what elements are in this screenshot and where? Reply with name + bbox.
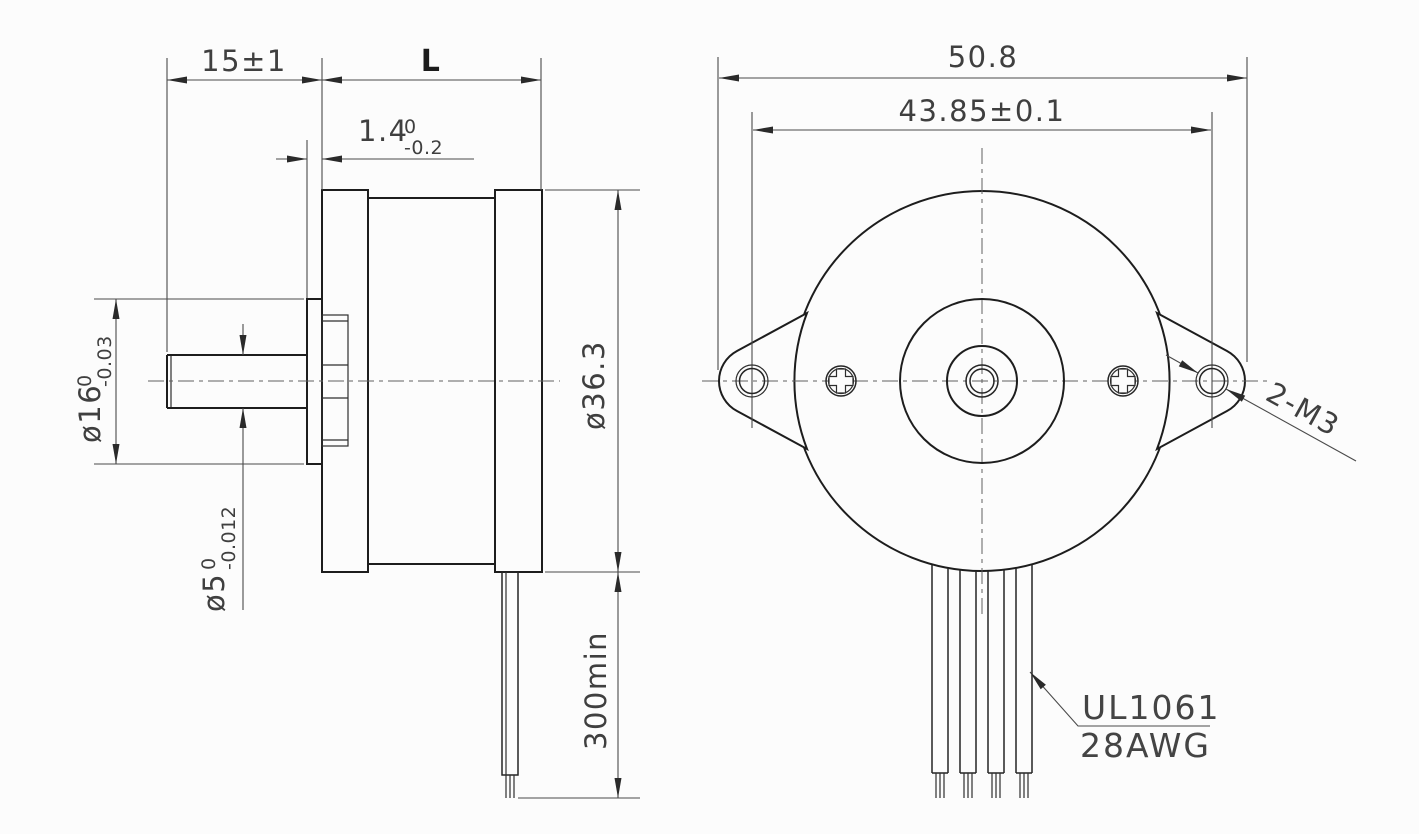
mounting-ear-right (1155, 310, 1246, 452)
dim-overall-width: 50.8 (948, 40, 1019, 74)
label-wire-spec-line1: UL1061 (1082, 688, 1221, 727)
wire-2 (959, 570, 977, 798)
shaft-inner-circle (969, 368, 995, 394)
side-dimensions: 15±1 L 1.4 0 -0.2 ø16 0 -0.03 ø5 0 -0.01… (73, 44, 640, 799)
wire-spec-callout: UL1061 28AWG (1029, 671, 1221, 765)
bearing-hub-circle (946, 345, 1018, 417)
screw-right (1107, 365, 1139, 397)
lead-wire-side (501, 571, 519, 798)
wire-3 (987, 570, 1005, 798)
side-view: 15±1 L 1.4 0 -0.2 ø16 0 -0.03 ø5 0 -0.01… (73, 44, 640, 799)
mounting-hole-left (735, 364, 769, 398)
shaft-circle (965, 364, 999, 398)
dim-body-diameter: ø36.3 (577, 340, 611, 430)
dim-shaft-diameter: ø5 0 -0.012 (197, 506, 240, 612)
pilot-boss-circle (899, 298, 1065, 464)
shaft-side (166, 354, 307, 409)
front-dimensions: 50.8 43.85±0.1 (717, 40, 1248, 370)
label-mounting-holes: 2-M3 (1261, 375, 1346, 443)
phillips-cross-icon (828, 368, 854, 394)
dim-pilot-diameter: ø16 0 -0.03 (73, 335, 116, 443)
mounting-hole-right (1195, 364, 1229, 398)
dim-mounting-hole-spacing: 43.85±0.1 (899, 94, 1066, 128)
dim-pilot-depth: 1.4 0 -0.2 (358, 114, 443, 159)
wire-1 (931, 565, 949, 798)
label-wire-spec-line2: 28AWG (1080, 726, 1211, 765)
phillips-cross-icon (1110, 368, 1136, 394)
wire-4 (1015, 565, 1033, 798)
lead-wires-front (931, 565, 1033, 798)
dim-shaft-extension: 15±1 (201, 44, 287, 78)
screw-left (825, 365, 857, 397)
front-view: 50.8 43.85±0.1 2-M3 UL1061 28AWG (702, 40, 1357, 798)
dim-motor-length: L (421, 44, 442, 79)
dim-lead-wire-length: 300min (579, 631, 613, 750)
